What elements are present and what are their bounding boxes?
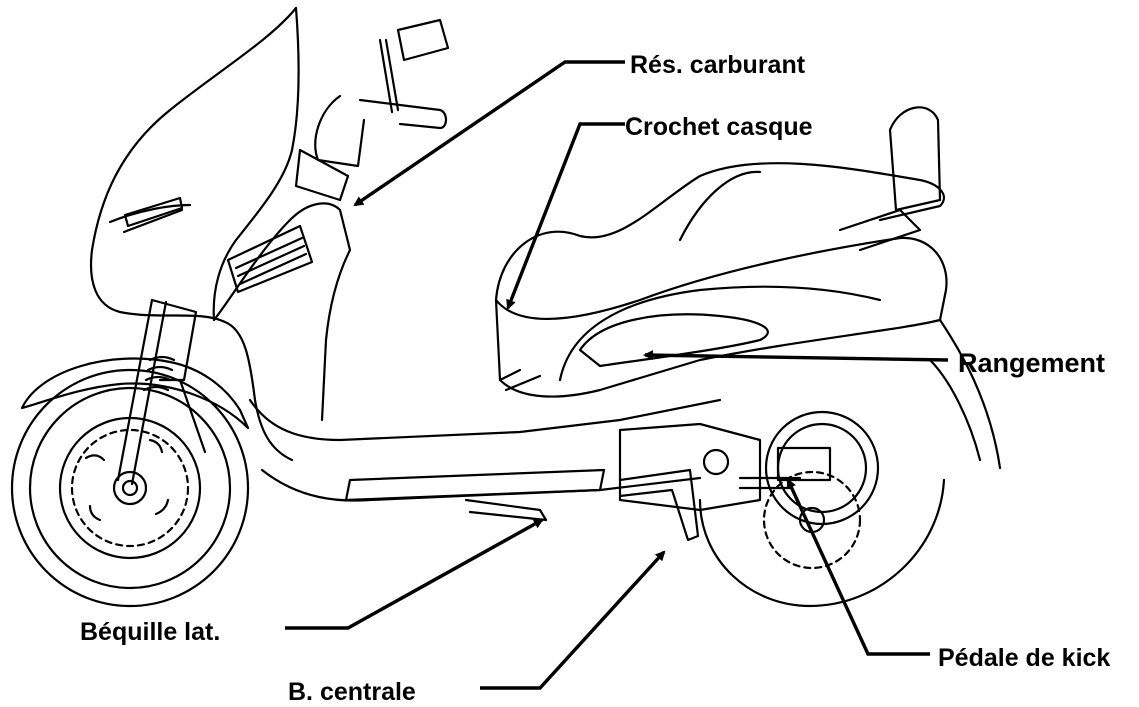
leader-side-stand	[285, 518, 544, 630]
callout-lines	[285, 60, 949, 690]
side-stand-drawing	[464, 498, 548, 522]
vent	[226, 224, 314, 294]
label-fuel-tank: Rés. carburant	[630, 51, 806, 79]
label-kick-pedal: Pédale de kick	[938, 644, 1110, 672]
scooter-illustration	[10, 6, 1002, 608]
backrest	[888, 106, 942, 212]
rear-fender	[928, 318, 1002, 470]
rear-wheel	[698, 470, 946, 608]
leg-shield	[212, 202, 352, 422]
front-wheel	[10, 368, 250, 608]
leader-helmet-hook	[506, 122, 625, 310]
label-helmet-hook: Crochet casque	[625, 113, 813, 141]
rear-body	[494, 236, 948, 398]
front-shield	[89, 6, 298, 462]
engine	[618, 410, 880, 526]
leader-center-stand	[480, 550, 666, 690]
label-storage: Rangement	[958, 348, 1105, 378]
leader-storage	[643, 350, 949, 362]
center-stand-drawing	[618, 468, 700, 542]
front-fork	[116, 298, 207, 486]
front-fender	[20, 357, 250, 430]
leader-kick-pedal	[786, 478, 930, 656]
leader-fuel-tank	[353, 60, 625, 207]
label-side-stand: Béquille lat.	[80, 618, 220, 646]
handlebar	[294, 18, 450, 202]
floorboard	[248, 398, 722, 442]
seat	[494, 162, 945, 302]
label-center-stand: B. centrale	[288, 678, 416, 706]
